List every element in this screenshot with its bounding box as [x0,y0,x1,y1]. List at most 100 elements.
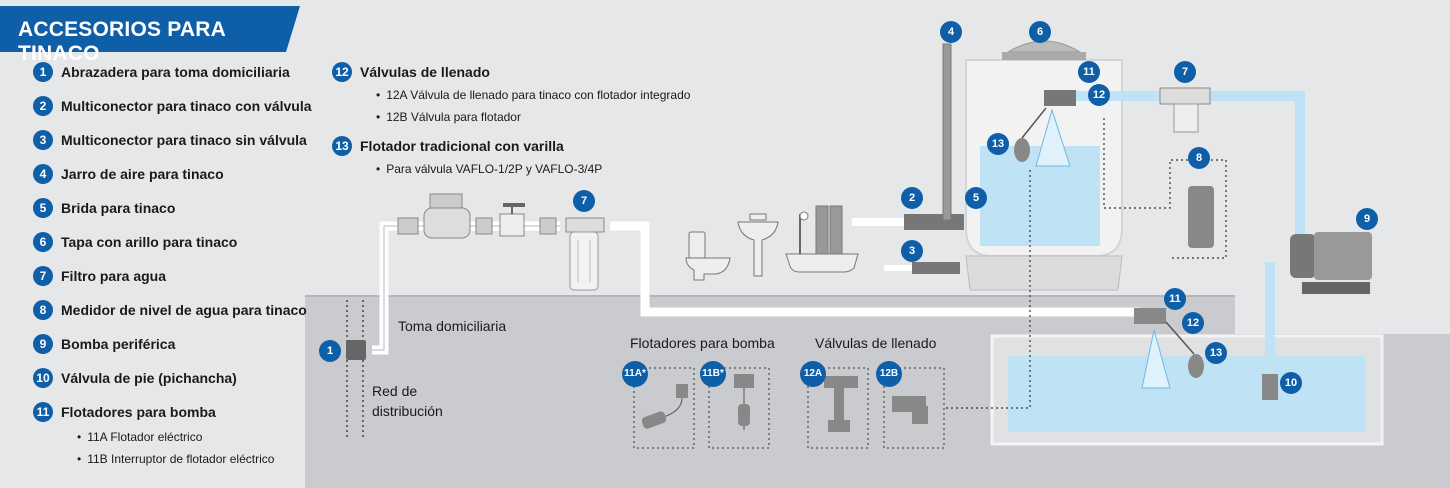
legend-item: 2 Multiconector para tinaco con válvula [33,96,323,130]
legend-number: 12 [332,62,352,82]
legend-number: 1 [33,62,53,82]
legend-number: 10 [33,368,53,388]
detail-box-11b [708,367,770,449]
legend-number: 9 [33,334,53,354]
badge-9: 9 [1356,208,1378,230]
badge-12a: 12A [800,361,826,387]
supply-pipe-to-cistern [610,221,1140,317]
cistern-fill-valve-icon [1134,308,1166,324]
legend-label: Válvula de pie (pichancha) [61,370,237,386]
legend-item: 9 Bomba periférica [33,334,323,368]
toilet-icon [685,231,731,281]
badge-10: 10 [1280,372,1302,394]
badge-2: 2 [901,187,923,209]
badge-11-top: 11 [1078,61,1100,83]
level-sensor-wire [1103,118,1227,259]
badge-5: 5 [965,187,987,209]
float-ball-icon [1014,138,1030,162]
legend-number: 11 [33,402,53,422]
float-switch-icon [641,384,688,429]
level-meter-icon [1188,186,1214,248]
clamp-icon [346,340,366,360]
fill-valve-12b-icon [892,396,928,424]
badge-12-bottom: 12 [1182,312,1204,334]
legend-label: Brida para tinaco [61,200,176,216]
legend-label: Jarro de aire para tinaco [61,166,224,182]
fill-valve-12a-icon [824,376,858,432]
legend-label: Tapa con arillo para tinaco [61,234,238,250]
toma-label: Toma domiciliaria [398,318,507,334]
legend-label: Abrazadera para toma domiciliaria [61,64,290,80]
legend-label: Bomba periférica [61,336,176,352]
red-label-line2: distribución [372,403,443,419]
badge-3: 3 [901,240,923,262]
legend-item: 7 Filtro para agua [33,266,323,300]
legend-item: 1 Abrazadera para toma domiciliaria [33,62,323,96]
legend-number: 8 [33,300,53,320]
legend-item: 5 Brida para tinaco [33,198,323,232]
flotadores-bomba-label: Flotadores para bomba [630,335,775,351]
badge-11b: 11B* [700,361,726,387]
foot-valve-icon [1262,374,1278,400]
badge-1: 1 [319,340,341,362]
badge-4: 4 [940,21,962,43]
top-filter-icon [1159,87,1211,133]
pump-icon [1290,232,1372,294]
legend-number: 3 [33,130,53,150]
legend-item: 3 Multiconector para tinaco sin válvula [33,130,323,164]
legend-item: 11 Flotadores para bomba [33,402,323,426]
legend-label: Flotador tradicional con varilla [360,138,564,154]
cistern-float-icon [1188,354,1204,378]
badge-13-bottom: 13 [1205,342,1227,364]
red-label-line1: Red de [372,383,418,399]
legend-label: Filtro para agua [61,268,167,284]
water-filter-icon [565,217,605,291]
cistern-spray [1141,329,1171,389]
legend-label: Válvulas de llenado [360,64,490,80]
legend-number: 6 [33,232,53,252]
badge-7-top: 7 [1174,61,1196,83]
legend-number: 7 [33,266,53,286]
legend-number: 13 [332,136,352,156]
pump-pipe [1076,91,1305,236]
legend-item: 6 Tapa con arillo para tinaco [33,232,323,266]
badge-8: 8 [1188,147,1210,169]
legend-sub-item: Para válvula VAFLO-1/2P y VAFLO-3/4P [376,158,732,180]
fill-valve-icon [1044,90,1076,106]
float-interrupter-icon [734,374,754,430]
legend-label: Multiconector para tinaco sin válvula [61,132,307,148]
legend-item: 12 Válvulas de llenado [332,62,732,84]
water-meter-icon [397,193,557,239]
detail-box-11a [633,367,695,449]
bathtub-icon [785,205,859,273]
detail-box-12a [807,367,869,449]
legend-label: Multiconector para tinaco con válvula [61,98,312,114]
sink-icon [737,213,779,277]
legend-item: 10 Válvula de pie (pichancha) [33,368,323,402]
air-vent-pipe [942,43,952,221]
title-banner-shape [0,6,300,52]
cistern-water [1008,356,1365,432]
badge-6: 6 [1029,21,1051,43]
page-title: ACCESORIOS PARA TINACO [18,18,226,65]
legend-sub-item: 12B Válvula para flotador [376,106,732,128]
water-spray [1035,108,1071,167]
legend-item: 13 Flotador tradicional con varilla [332,136,732,158]
title-banner: ACCESORIOS PARA TINACO [0,6,300,65]
legend-number: 2 [33,96,53,116]
badge-11-bottom: 11 [1164,288,1186,310]
legend-sub-item: 11B Interruptor de flotador eléctrico [77,448,323,470]
badge-12-top: 12 [1088,84,1110,106]
legend-sub-item: 11A Flotador eléctrico [77,426,323,448]
valvulas-llenado-label: Válvulas de llenado [815,335,937,351]
legend-label: Medidor de nivel de agua para tinaco [61,302,307,318]
badge-7-filter: 7 [573,190,595,212]
detail-box-12b [883,367,945,449]
supply-pipe [372,225,560,351]
legend-label: Flotadores para bomba [61,404,216,420]
legend-number: 5 [33,198,53,218]
badge-11a: 11A* [622,361,648,387]
legend-number: 4 [33,164,53,184]
